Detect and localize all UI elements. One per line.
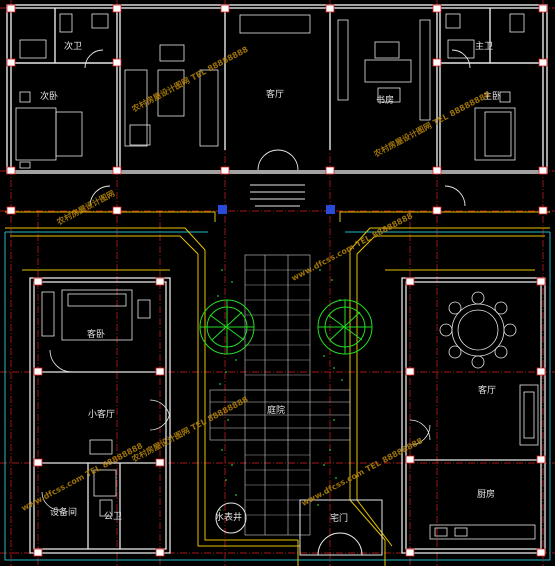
room-label-public-bath: 公卫	[104, 512, 123, 522]
grass-areas	[217, 269, 343, 511]
room-label-study: 书房	[376, 96, 395, 106]
yellow-walls	[5, 211, 550, 566]
column-markers	[6, 4, 548, 557]
room-label-living-room-east: 客厅	[478, 386, 497, 396]
room-label-kitchen: 厨房	[477, 490, 496, 500]
courtyard-brick-rows	[245, 269, 310, 516]
room-label-secondary-bedroom: 次卧	[40, 92, 59, 102]
room-label-master-bath: 主卫	[475, 42, 494, 52]
east-wing-furniture	[409, 291, 539, 540]
north-doors	[84, 49, 471, 207]
tree-left	[199, 299, 255, 355]
room-label-master-bedroom: 主卧	[483, 92, 502, 102]
north-furniture	[15, 13, 525, 169]
room-label-equipment-room: 设备间	[50, 508, 78, 518]
west-wing-walls	[29, 277, 171, 554]
entrance-gate	[299, 499, 383, 556]
tree-right	[317, 299, 373, 355]
courtyard-paving	[209, 254, 351, 536]
room-label-courtyard: 庭院	[267, 406, 286, 416]
room-label-living-room-north: 客厅	[266, 90, 285, 100]
blue-posts	[218, 205, 335, 214]
room-label-secondary-bath: 次卫	[64, 42, 83, 52]
room-label-main-gate: 宅门	[330, 514, 349, 524]
east-wing-walls	[401, 277, 546, 554]
room-label-water-meter-well: 水表井	[215, 513, 243, 523]
room-label-small-living-room: 小客厅	[88, 410, 116, 420]
room-label-guest-bedroom: 客卧	[87, 330, 106, 340]
west-wing-furniture	[41, 289, 171, 517]
water-meter-well	[215, 502, 247, 534]
north-block-walls	[6, 4, 548, 174]
site-boundary	[4, 231, 551, 561]
